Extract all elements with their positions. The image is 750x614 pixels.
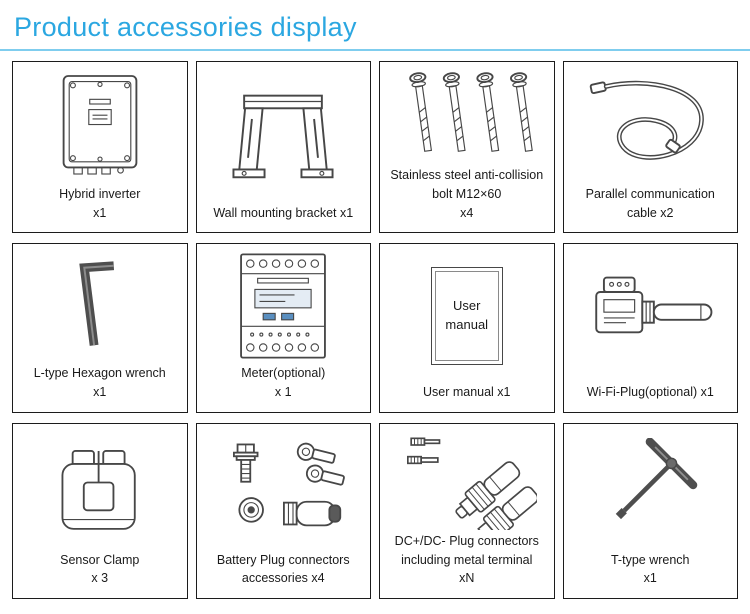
user-manual-icon: User manual [430, 266, 503, 365]
title-underline [0, 49, 750, 51]
l-hexagon-wrench-icon [79, 261, 115, 347]
anchor-bolts-icon [408, 72, 533, 152]
accessory-label: DC+/DC- Plug connectors including metal … [394, 533, 539, 586]
accessory-label: Wi-Fi-Plug(optional) x1 [586, 385, 714, 399]
user-manual-cover-text: User manual [434, 270, 499, 361]
battery-plug-accessories-icon [233, 442, 346, 527]
accessory-cell-wifi-plug: Wi-Fi-Plug(optional) x1 [562, 243, 738, 413]
accessory-label: User manual x1 [422, 385, 511, 399]
communication-cable-icon [589, 81, 704, 161]
accessory-cell-dc-plug-connectors: DC+/DC- Plug connectors including metal … [379, 422, 555, 599]
accessory-label: Meter(optional) x 1 [241, 366, 326, 399]
sensor-clamp-icon [61, 450, 136, 530]
accessory-cell-battery-plug-accessories: Battery Plug connectors accessories x4 [195, 422, 371, 599]
accessory-label: Parallel communication cable x2 [585, 186, 715, 220]
page-title: Product accessories display [14, 12, 357, 42]
accessory-label: Hybrid inverter x1 [59, 186, 141, 220]
wall-mounting-bracket-icon [232, 94, 334, 178]
energy-meter-icon [240, 253, 327, 359]
accessory-cell-anchor-bolts: Stainless steel anti-collision bolt M12×… [379, 61, 555, 234]
accessory-label: T-type wrench x1 [610, 552, 690, 586]
wifi-plug-icon [595, 276, 713, 333]
hybrid-inverter-icon [62, 75, 138, 175]
accessory-cell-wall-bracket: Wall mounting bracket x1 [195, 61, 371, 234]
accessory-label: Stainless steel anti-collision bolt M12×… [390, 168, 544, 220]
accessory-label: Sensor Clamp x 3 [60, 552, 140, 586]
accessory-label: Battery Plug connectors accessories x4 [216, 552, 350, 586]
page-header: Product accessories display [0, 0, 750, 49]
accessory-cell-t-wrench: T-type wrench x1 [562, 422, 738, 599]
accessory-cell-hybrid-inverter: Hybrid inverter x1 [12, 61, 188, 234]
accessory-cell-sensor-clamp: Sensor Clamp x 3 [12, 422, 188, 599]
accessories-grid: Hybrid inverter x1 Wall mounting bracket… [0, 51, 750, 611]
accessory-cell-l-wrench: L-type Hexagon wrench x1 [12, 243, 188, 413]
accessory-label: Wall mounting bracket x1 [213, 205, 354, 220]
accessory-cell-parallel-cable: Parallel communication cable x2 [562, 61, 738, 234]
accessory-cell-user-manual: User manual User manual x1 [379, 243, 555, 413]
t-type-wrench-icon [615, 438, 698, 520]
accessory-label: L-type Hexagon wrench x1 [33, 366, 166, 399]
accessory-cell-meter: Meter(optional) x 1 [195, 243, 371, 413]
dc-plug-connectors-icon [406, 437, 537, 530]
